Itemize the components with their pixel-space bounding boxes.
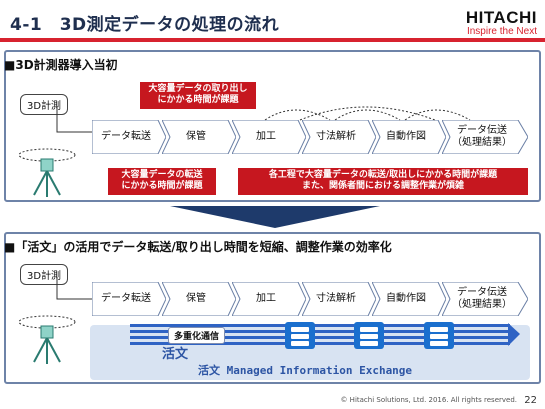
rework-arcs bbox=[264, 106, 471, 121]
section2-heading: ■「活文」の活用でデータ転送/取り出し時間を短縮、調整作業の効率化 bbox=[4, 240, 392, 254]
scanner-tripod-icon bbox=[18, 315, 76, 364]
device-connector-line bbox=[56, 106, 93, 133]
product-name: 活文 Managed Information Exchange bbox=[198, 364, 413, 377]
copyright: © Hitachi Solutions, Ltd. 2016. All righ… bbox=[340, 396, 517, 404]
section2-device-label: 3D計測 bbox=[20, 264, 69, 285]
s1-step-auto-drawing: 自動作図 bbox=[372, 120, 446, 154]
s1-callout-retrieval-time: 大容量データの取り出し にかかる時間が課題 bbox=[140, 82, 256, 109]
server-icon bbox=[424, 322, 454, 349]
s2-step-data-transfer: データ転送 bbox=[92, 282, 166, 316]
s2-step-auto-drawing: 自動作図 bbox=[372, 282, 446, 316]
scanner-tripod-icon bbox=[18, 148, 76, 197]
title-divider bbox=[0, 38, 545, 42]
multiplex-label: 多重化通信 bbox=[168, 327, 226, 344]
s2-step-processing: 加工 bbox=[232, 282, 306, 316]
s2-step-dimension-analysis: 寸法解析 bbox=[302, 282, 376, 316]
s1-step-processing: 加工 bbox=[232, 120, 306, 154]
s1-step-dimension-analysis: 寸法解析 bbox=[302, 120, 376, 154]
s1-callout-transfer-time: 大容量データの転送 にかかる時間が課題 bbox=[108, 168, 216, 195]
hitachi-logo: HITACHI Inspire the Next bbox=[466, 8, 537, 37]
section1-heading: ■3D計測器導入当初 bbox=[4, 58, 118, 72]
section1-device-label: 3D計測 bbox=[20, 94, 69, 115]
multiplex-stripes bbox=[130, 323, 520, 346]
server-icon bbox=[285, 322, 315, 349]
transition-down-arrow bbox=[170, 206, 380, 228]
s1-callout-coordination: 各工程で大容量データの転送/取出しにかかる時間が課題 また、関係者間における調整… bbox=[238, 168, 528, 195]
server-icon bbox=[354, 322, 384, 349]
s1-step-storage: 保管 bbox=[162, 120, 236, 154]
logo-main: HITACHI bbox=[465, 8, 537, 27]
device-connector-line bbox=[56, 277, 93, 300]
katsubun-logo: 活文 bbox=[162, 347, 189, 362]
logo-tagline: Inspire the Next bbox=[466, 26, 537, 37]
s1-step-data-transfer: データ転送 bbox=[92, 120, 166, 154]
s2-step-storage: 保管 bbox=[162, 282, 236, 316]
s1-step-result-transmission: データ伝送 （処理結果） bbox=[442, 120, 528, 154]
slide-title: 4-1 3D測定データの処理の流れ bbox=[10, 15, 280, 35]
s2-step-result-transmission: データ伝送 （処理結果） bbox=[442, 282, 528, 316]
page-number: 22 bbox=[524, 395, 537, 406]
